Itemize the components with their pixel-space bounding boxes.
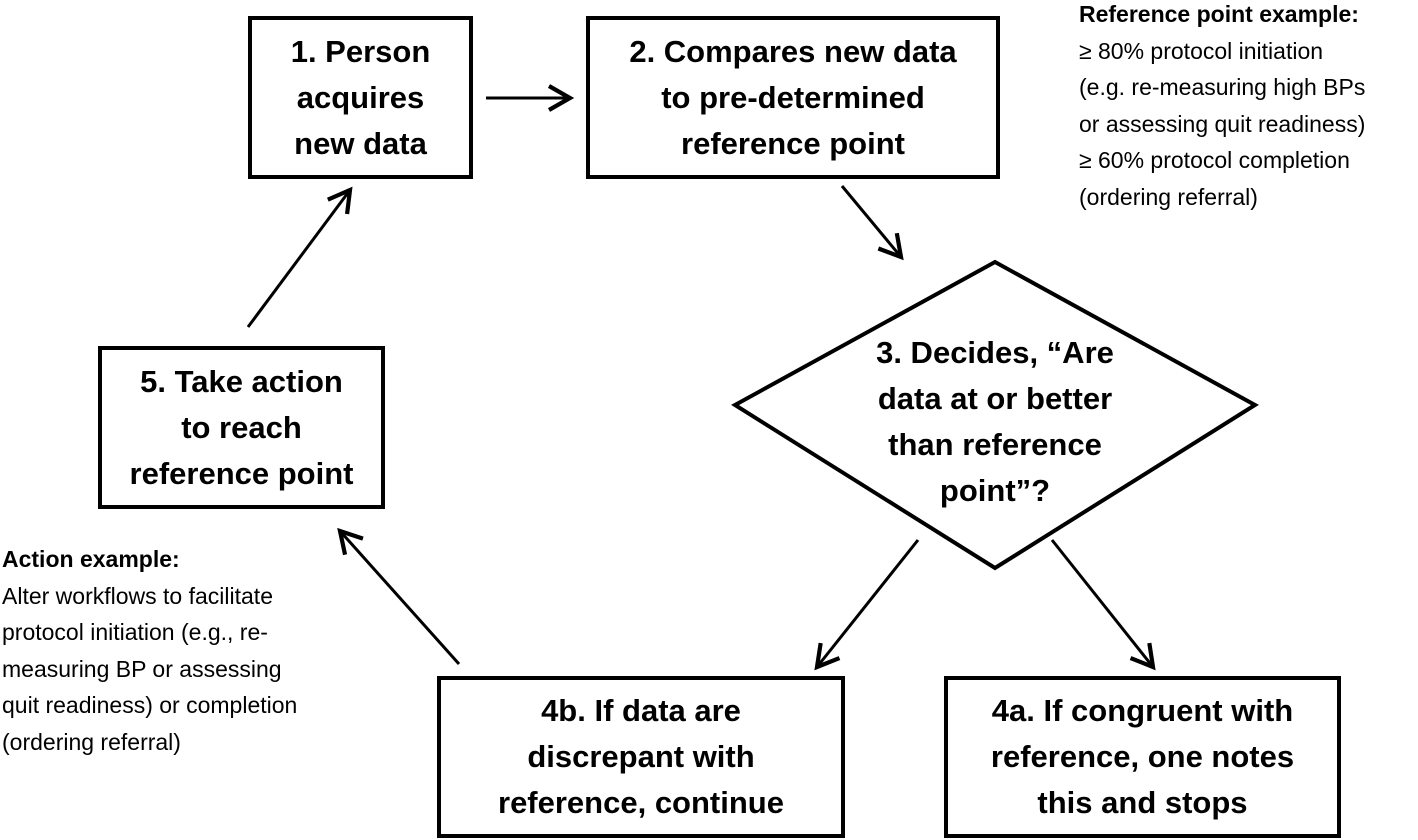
step5-line: to reach [181, 409, 302, 445]
step5-line: reference point [129, 455, 354, 491]
step4a-box: 4a. If congruent with reference, one not… [944, 676, 1341, 838]
arrow-step4b-to-step5 [337, 527, 461, 666]
action-example-line: protocol initiation (e.g., re- [2, 619, 268, 645]
step1-box: 1. Person acquires new data [248, 16, 473, 179]
step3-line: data at or better [877, 381, 1113, 416]
step1-line: acquires [296, 79, 425, 115]
action-example-line: (ordering referral) [2, 728, 181, 755]
step1-line: 1. Person [290, 33, 431, 69]
arrow-step3-to-step4b [814, 539, 920, 671]
step2-line: reference point [681, 125, 905, 161]
action-example-note: Action example: Alter workflows to facil… [2, 541, 297, 760]
step3-line: 3. Decides, “Are [876, 335, 1114, 370]
step4a-line: this and stops [1037, 785, 1248, 820]
step5-line: 5. Take action [140, 363, 343, 399]
step4b-line: reference, continue [498, 785, 784, 820]
step4b-line: 4b. If data are [541, 693, 741, 728]
step3-decision-text: 3. Decides, “Are data at or better than … [790, 330, 1200, 514]
action-example-title: Action example: [2, 546, 180, 572]
step5-box: 5. Take action to reach reference point [98, 346, 385, 509]
reference-example-line: ≥ 60% protocol completion [1079, 147, 1350, 173]
action-example-line: Alter workflows to facilitate [2, 582, 273, 609]
step1-line: new data [294, 125, 427, 161]
step3-line: than reference [888, 427, 1102, 462]
step3-line: point”? [939, 473, 1051, 508]
step4a-line: 4a. If congruent with [991, 693, 1294, 728]
step2-line: to pre-determined [661, 79, 925, 115]
reference-example-title: Reference point example: [1079, 1, 1359, 27]
step2-box: 2. Compares new data to pre-determined r… [586, 16, 1000, 179]
step4b-box: 4b. If data are discrepant with referenc… [437, 676, 845, 838]
step2-line: 2. Compares new data [629, 33, 957, 69]
reference-example-line: ≥ 80% protocol initiation [1079, 37, 1324, 64]
action-example-line: measuring BP or assessing [2, 655, 282, 682]
step4b-line: discrepant with [527, 739, 755, 774]
reference-example-line: (e.g. re-measuring high BPs [1079, 74, 1366, 100]
arrow-step3-to-step4a [1050, 539, 1156, 671]
reference-example-line: (ordering referral) [1079, 183, 1258, 210]
reference-example-line: or assessing quit readiness) [1079, 110, 1366, 137]
action-example-line: quit readiness) or completion [2, 692, 298, 718]
step4a-line: reference, one notes [990, 739, 1295, 774]
arrow-step2-to-step3 [840, 185, 904, 261]
arrow-step5-to-step1 [246, 186, 353, 328]
reference-point-example-note: Reference point example: ≥ 80% protocol … [1079, 0, 1365, 215]
decision-diamond [731, 259, 1259, 571]
